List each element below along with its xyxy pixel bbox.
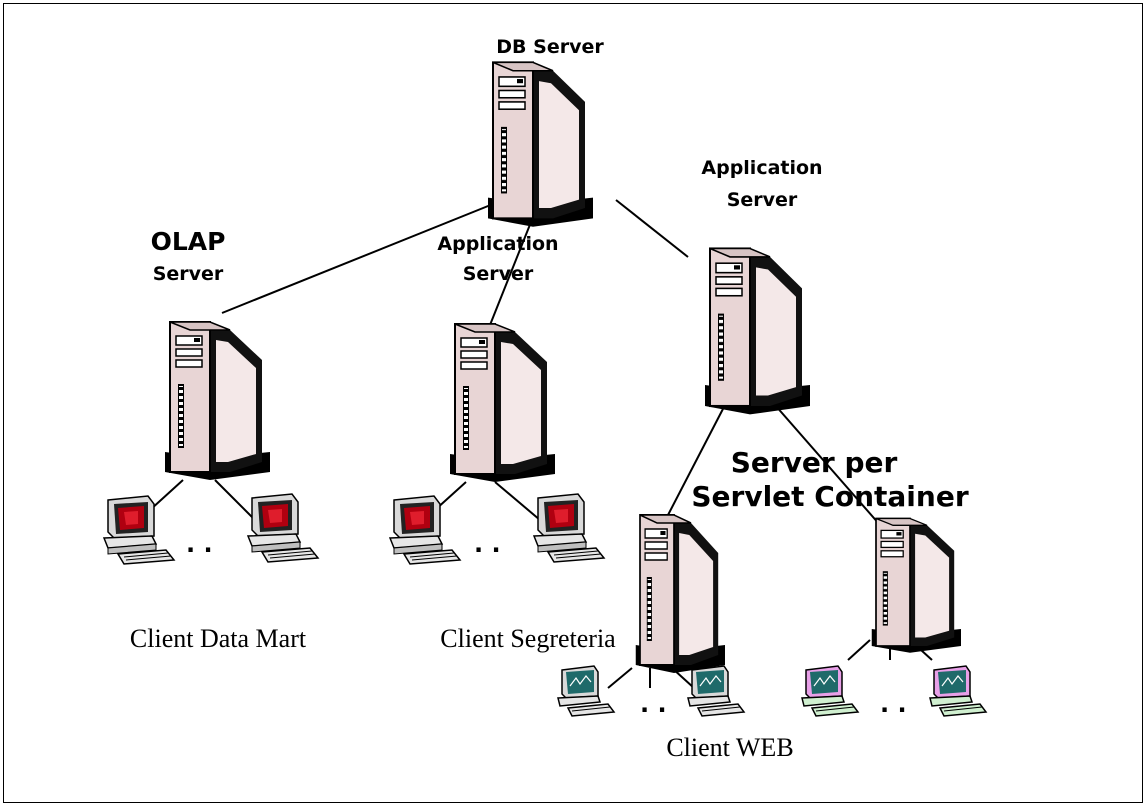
client-web-pc-4: [929, 665, 987, 717]
app-server-right-label-line2: Server: [727, 189, 798, 211]
servlet-label-line1: Server per: [731, 446, 898, 479]
link-appr-servlet2: [774, 404, 881, 526]
ellipsis-web-2: . .: [880, 690, 907, 718]
link-db-app-mid: [489, 211, 536, 326]
db-server-icon: [486, 61, 595, 228]
link-appr-servlet1: [667, 404, 726, 516]
link-db-olap: [221, 197, 509, 314]
client-segreteria-pc-2: [533, 493, 605, 563]
client-web-pc-1: [557, 665, 615, 717]
servlet-server-right-icon: [870, 517, 962, 654]
servlet-server-left-icon: [634, 514, 726, 674]
client-datamart-label: Client Data Mart: [130, 624, 307, 653]
client-datamart-pc-2: [247, 493, 319, 563]
db-server-label: DB Server: [496, 36, 604, 58]
servlet-label-line2: Servlet Container: [691, 480, 968, 513]
olap-label-line1: OLAP: [151, 227, 226, 256]
link-s1-web1: [607, 667, 633, 689]
app-server-right-label-line1: Application: [701, 157, 822, 179]
link-s2-web1: [847, 639, 871, 661]
link-app-client2: [494, 481, 541, 521]
client-segreteria-pc-1: [389, 495, 461, 565]
ellipsis-web-1: . .: [640, 690, 667, 718]
olap-server-icon: [164, 321, 271, 481]
client-segreteria-label: Client Segreteria: [440, 624, 616, 653]
app-server-right-icon: [703, 247, 812, 416]
client-web-pc-2: [687, 665, 745, 717]
client-web-label: Client WEB: [666, 733, 793, 762]
link-db-app-right: [615, 199, 689, 258]
link-olap-client2: [214, 479, 256, 521]
app-server-mid-label-line1: Application: [437, 233, 558, 255]
ellipsis-segreteria: . .: [474, 530, 501, 558]
link-olap-client1: [149, 479, 184, 511]
app-server-mid-icon: [449, 323, 556, 483]
ellipsis-datamart: . .: [186, 530, 213, 558]
client-web-pc-3: [801, 665, 859, 717]
client-datamart-pc-1: [103, 495, 175, 565]
olap-label-line2: Server: [153, 263, 224, 285]
app-server-mid-label-line2: Server: [463, 263, 534, 285]
